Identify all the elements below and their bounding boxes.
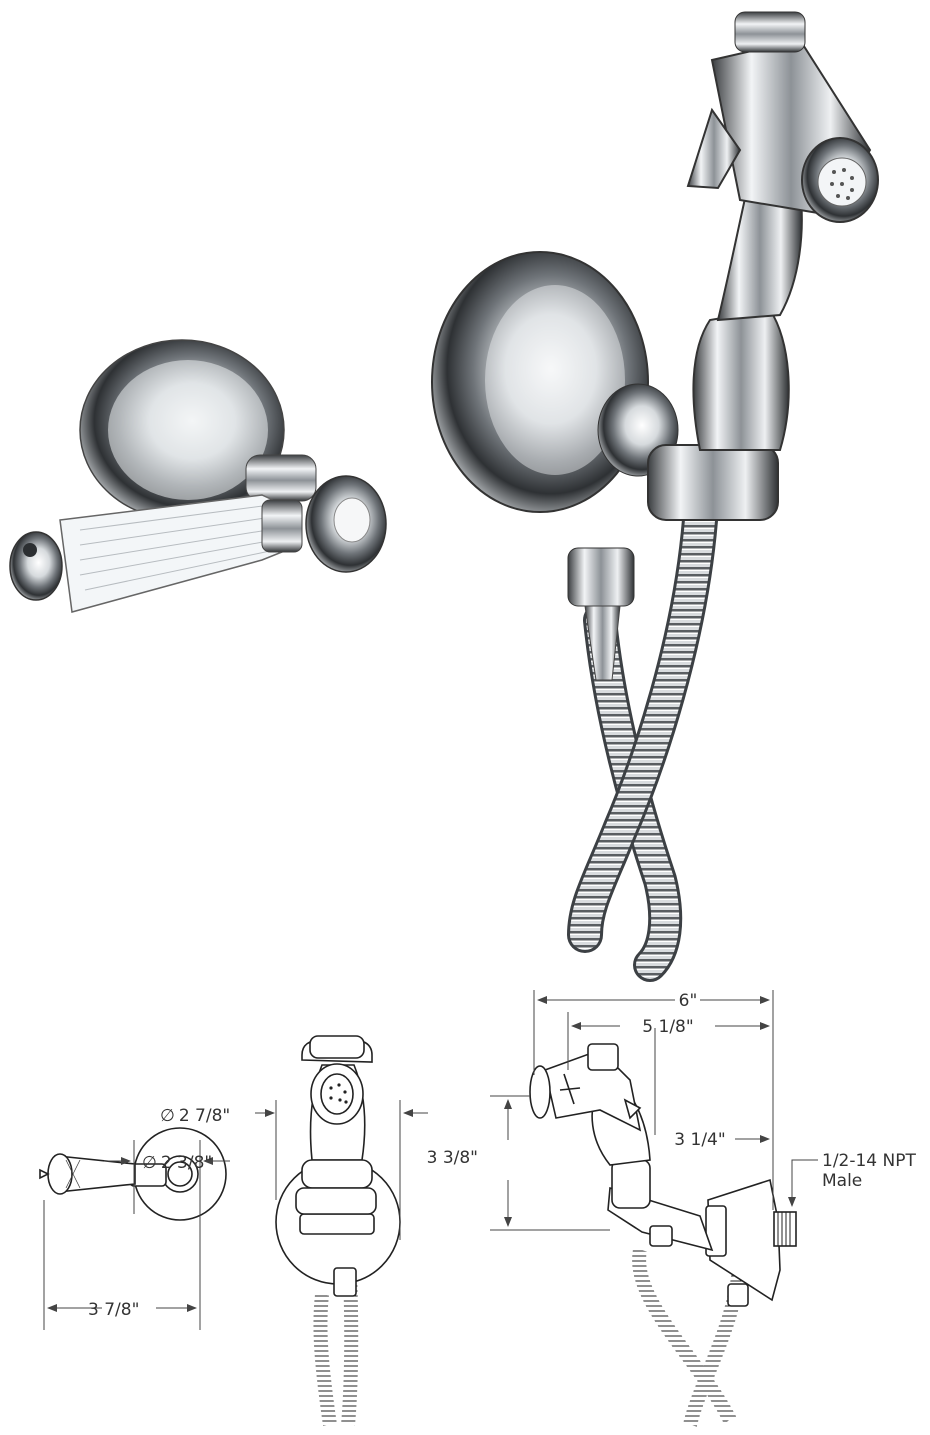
dim-flange-diameter-large: ∅2 7/8" — [160, 1106, 230, 1126]
sprayer-front-dimension-lines — [255, 1100, 428, 1240]
bidet-sprayer-render — [431, 11, 879, 982]
dim-connection-line2: Male — [822, 1171, 862, 1191]
dim-flange-diameter-small: ∅2 3/8" — [142, 1153, 212, 1173]
dim-overall-width: 6" — [679, 991, 698, 1011]
dim-spray-to-wall: 5 1/8" — [642, 1017, 693, 1037]
dim-outlet-width: 3 1/4" — [674, 1130, 725, 1150]
valve-handle-render — [9, 339, 387, 613]
sprayer-side-dimension-lines — [490, 990, 818, 1231]
dim-handle-projection: 3 7/8" — [88, 1300, 139, 1320]
sprayer-side-line-drawing — [529, 1043, 797, 1427]
sprayer-front-line-drawing — [275, 1035, 401, 1427]
dim-height: 3 3/8" — [427, 1148, 478, 1168]
dim-connection-line1: 1/2-14 NPT — [822, 1151, 916, 1171]
handle-line-drawing — [39, 1127, 227, 1221]
handle-dimension-lines — [43, 1140, 230, 1330]
